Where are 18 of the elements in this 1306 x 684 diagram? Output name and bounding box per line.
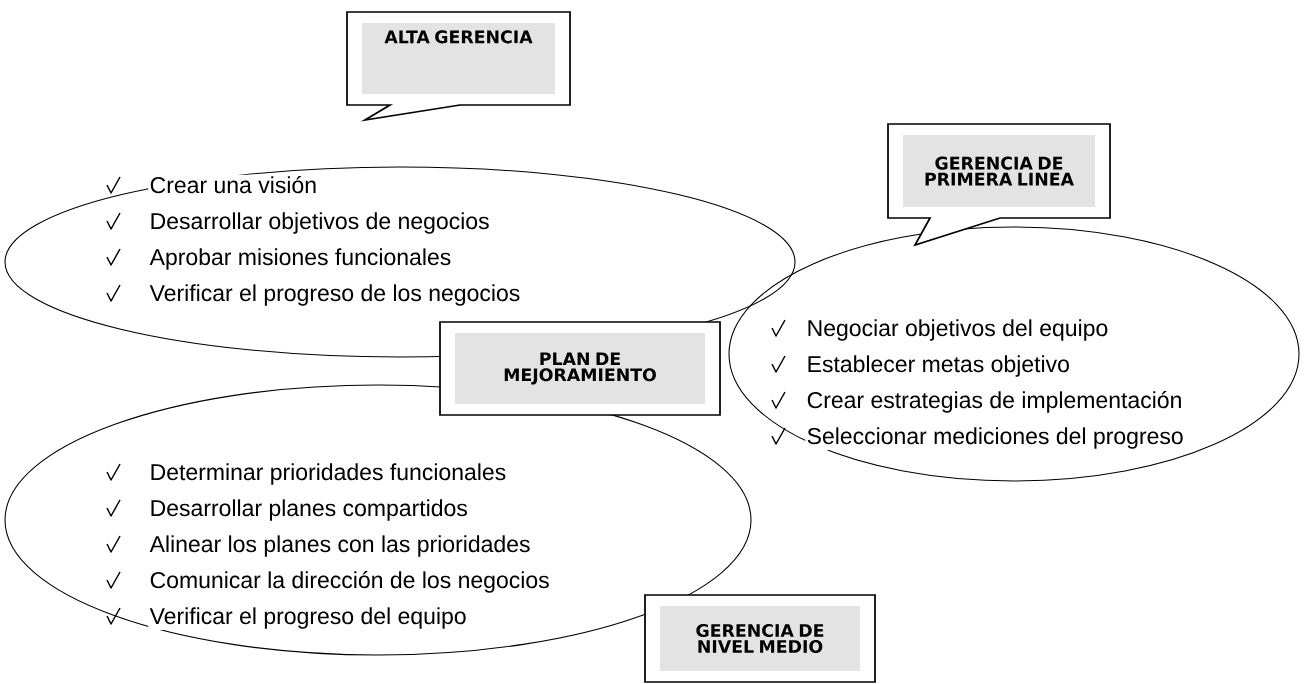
list-item: Crear estrategias de implementación [805,389,1184,415]
list-item: Desarrollar planes compartidos [148,498,470,523]
list-item: Crear una visión [148,174,319,195]
callout-box: ALTA GERENCIA [346,11,571,122]
callout-box: PLAN DE MEJORAMIENTO [439,321,721,416]
list-item: Seleccionar mediciones del progreso [805,426,1186,451]
list-item: Verificar el progreso de los negocios [148,283,522,308]
callout-box: GERENCIA DE PRIMERA LINEA [887,123,1111,247]
list-item: Negociar objetivos del equipo [805,318,1110,343]
list-item: Establecer metas objetivo [805,354,1072,379]
list-item: Alinear los planes con las prioridades [148,534,532,559]
list-item: Aprobar misiones funcionales [148,247,453,272]
list-item: Comunicar la dirección de los negocios [148,569,552,595]
list-item: Determinar prioridades funcionales [148,462,508,487]
ellipse [728,226,1300,482]
callout-box: GERENCIA DE NIVEL MEDIO [644,594,876,683]
list-item: Verificar el progreso del equipo [148,606,468,631]
list-item: Desarrollar objetivos de negocios [148,211,491,236]
